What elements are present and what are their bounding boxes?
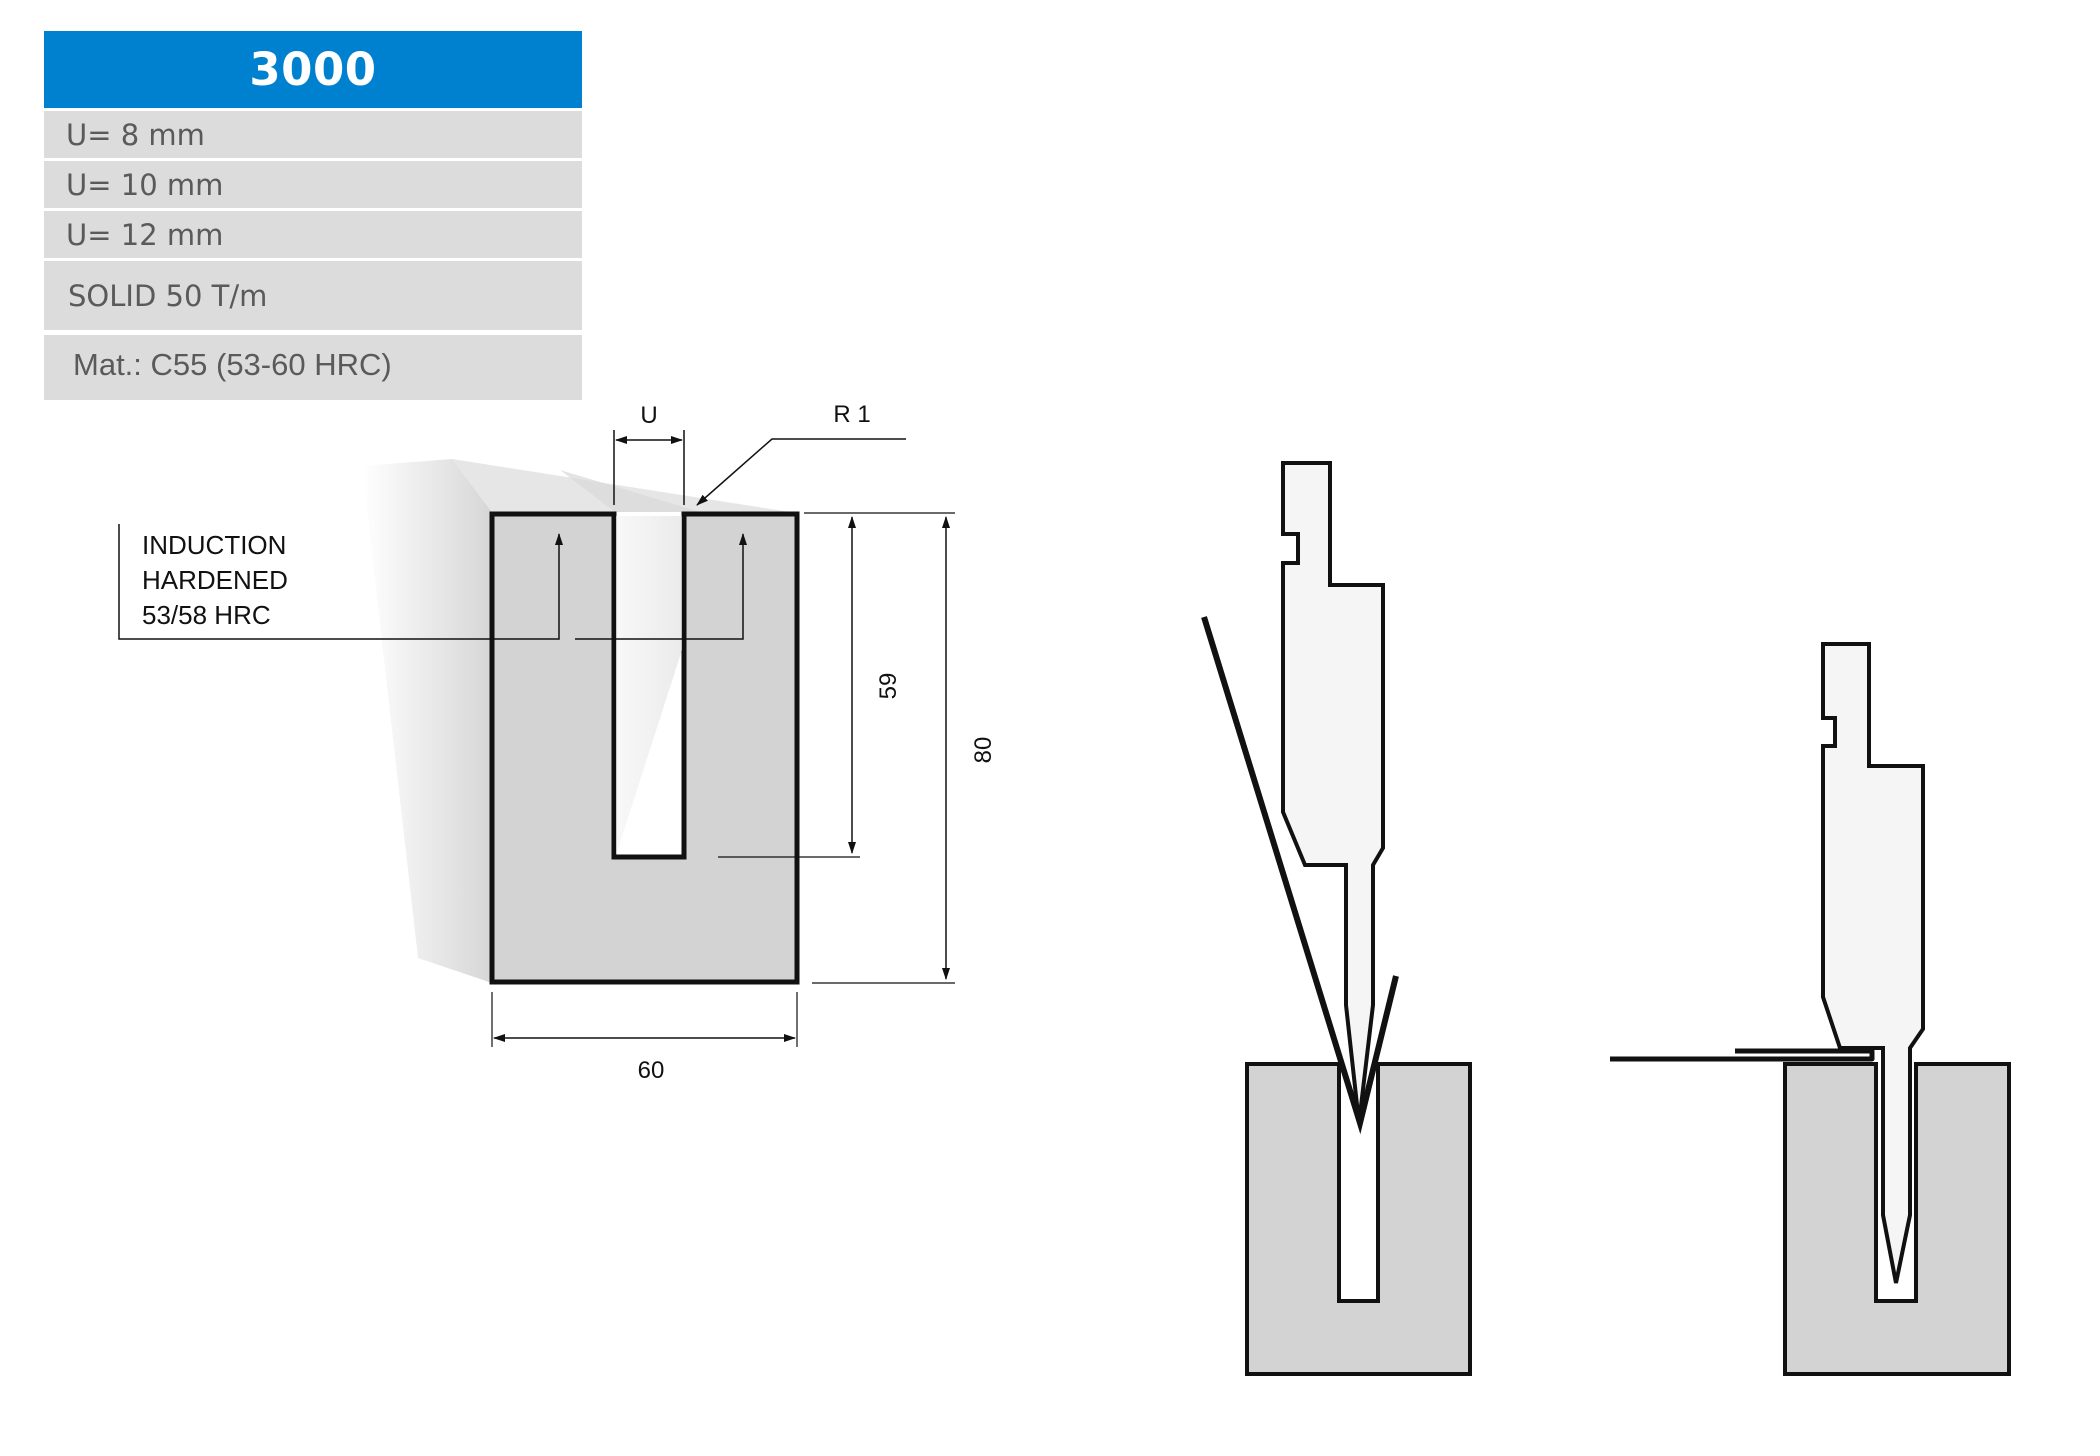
u-dimension: U bbox=[613, 402, 685, 505]
scene2-punch bbox=[1821, 642, 1925, 1284]
die-profile bbox=[489, 511, 800, 985]
height-label: 80 bbox=[970, 737, 997, 764]
scene1-sheet bbox=[1201, 616, 1399, 1135]
spec-table: 3000 U= 8 mm U= 10 mm U= 12 mm SOLID 50 … bbox=[44, 31, 582, 400]
scene2-die bbox=[1783, 1062, 2011, 1376]
width-dimension: 60 bbox=[491, 992, 798, 1084]
scene1-die bbox=[1245, 1062, 1472, 1376]
hardening-note-line-2: HARDENED bbox=[142, 565, 288, 595]
depth-label: 59 bbox=[875, 673, 902, 700]
spec-row-u-12: U= 12 mm bbox=[44, 208, 582, 258]
hardening-note-line-3: 53/58 HRC bbox=[142, 600, 271, 630]
scene1-punch bbox=[1281, 461, 1385, 1124]
slot-shading bbox=[616, 516, 682, 855]
u-label: U bbox=[640, 402, 657, 429]
bending-scene-1 bbox=[1201, 461, 1472, 1376]
scene2-sheet bbox=[1610, 1048, 1875, 1062]
spec-row-material: Mat.: C55 (53-60 HRC) bbox=[44, 330, 582, 400]
bending-scene-2 bbox=[1610, 642, 2011, 1376]
spec-row-capacity: SOLID 50 T/m bbox=[44, 258, 582, 330]
spec-row-u-10: U= 10 mm bbox=[44, 158, 582, 208]
spec-row-u-8: U= 8 mm bbox=[44, 108, 582, 158]
hardening-note-line-1: INDUCTION bbox=[142, 530, 286, 560]
radius-label: R 1 bbox=[833, 401, 870, 428]
tool-number-header: 3000 bbox=[44, 31, 582, 108]
hardening-callout: INDUCTION HARDENED 53/58 HRC bbox=[118, 524, 747, 640]
depth-dimension: 59 bbox=[718, 512, 955, 858]
width-label: 60 bbox=[638, 1057, 665, 1084]
height-dimension: 80 bbox=[812, 516, 997, 984]
radius-leader: R 1 bbox=[696, 401, 906, 506]
